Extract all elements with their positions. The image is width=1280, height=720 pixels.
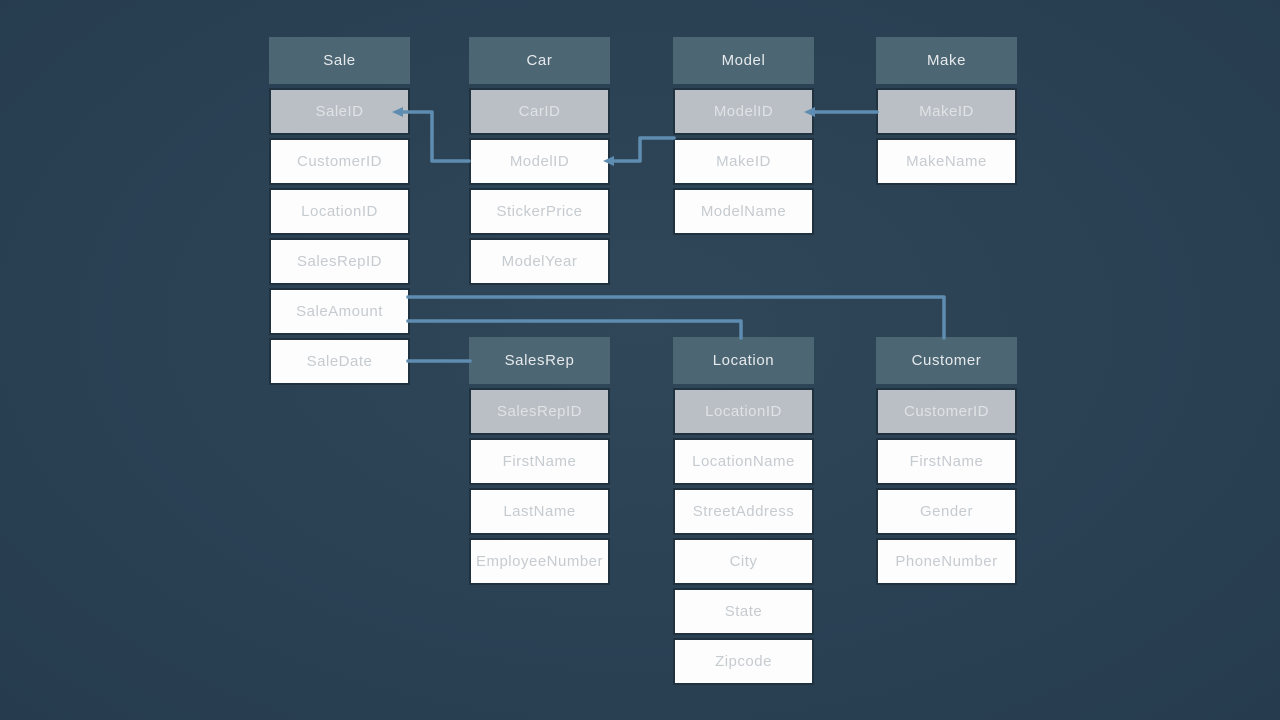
pk-field-row: LocationID (673, 388, 814, 435)
pk-field-row: CarID (469, 88, 610, 135)
connector-sale-location (406, 319, 743, 340)
field-row: LocationName (673, 438, 814, 485)
entity-title: SalesRep (469, 337, 610, 384)
entity-title: Model (673, 37, 814, 84)
field-row: PhoneNumber (876, 538, 1017, 585)
connector-car-model (610, 136, 676, 163)
field-row: SaleAmount (269, 288, 410, 335)
field-row: CustomerID (269, 138, 410, 185)
pk-field-row: SalesRepID (469, 388, 610, 435)
field-row: SaleDate (269, 338, 410, 385)
connector-sale-customer (406, 295, 946, 340)
field-row: ModelID (469, 138, 610, 185)
field-row: ModelYear (469, 238, 610, 285)
field-row: City (673, 538, 814, 585)
field-row: LocationID (269, 188, 410, 235)
field-row: MakeID (673, 138, 814, 185)
field-row: State (673, 588, 814, 635)
entity-title: Customer (876, 337, 1017, 384)
field-row: StreetAddress (673, 488, 814, 535)
pk-field-row: CustomerID (876, 388, 1017, 435)
field-row: Zipcode (673, 638, 814, 685)
pk-field-row: MakeID (876, 88, 1017, 135)
field-row: LastName (469, 488, 610, 535)
entity-title: Make (876, 37, 1017, 84)
field-row: Gender (876, 488, 1017, 535)
entity-title: Location (673, 337, 814, 384)
field-row: ModelName (673, 188, 814, 235)
field-row: MakeName (876, 138, 1017, 185)
field-row: EmployeeNumber (469, 538, 610, 585)
field-row: StickerPrice (469, 188, 610, 235)
field-row: FirstName (469, 438, 610, 485)
pk-field-row: SaleID (269, 88, 410, 135)
field-row: SalesRepID (269, 238, 410, 285)
connector-sale-car (399, 110, 471, 163)
entity-title: Sale (269, 37, 410, 84)
entity-title: Car (469, 37, 610, 84)
field-row: FirstName (876, 438, 1017, 485)
pk-field-row: ModelID (673, 88, 814, 135)
